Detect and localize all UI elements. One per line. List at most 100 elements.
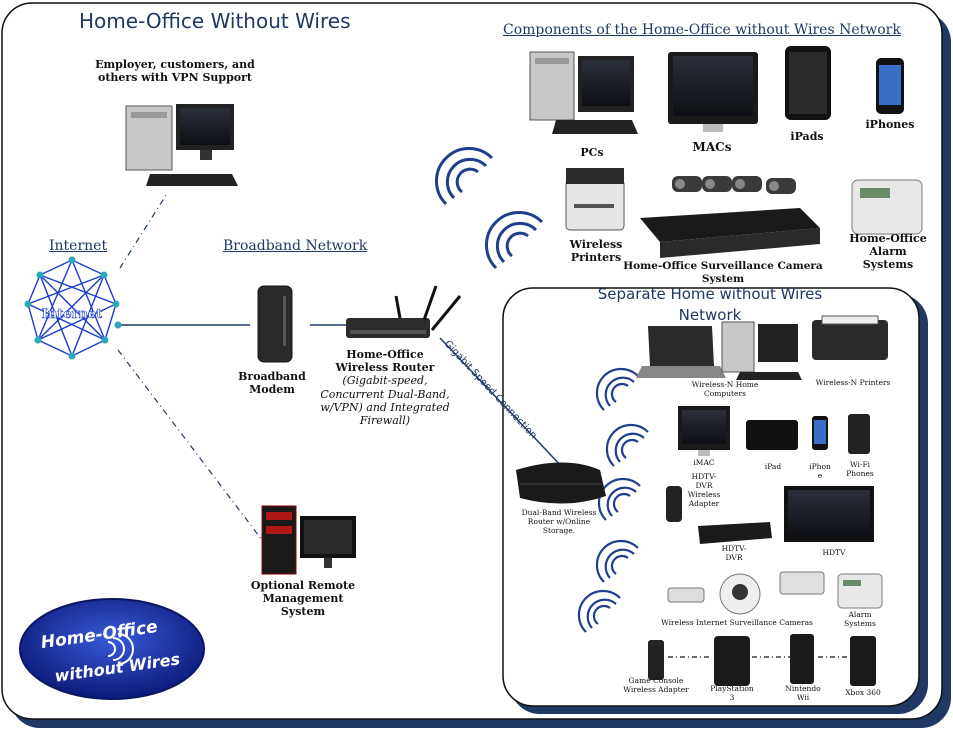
internet-heading: Internet — [49, 238, 108, 254]
hdtv-dvr-adapter-line3: Wireless — [687, 490, 721, 499]
hdtv-dvr-label: HDTV- DVR — [714, 544, 754, 562]
separate-network-heading: Separate Home without Wires Network — [560, 284, 860, 326]
vpn-label-line1: Employer, customers, and — [95, 58, 255, 71]
ps3-label: PlayStation 3 — [706, 684, 758, 702]
hdtv-icon — [784, 486, 874, 542]
printers-label: Wireless Printers — [566, 238, 626, 264]
separate-heading-line1: Separate Home without Wires — [597, 285, 823, 303]
broadband-heading: Broadband Network — [223, 238, 368, 254]
internet-node-label: Internet — [42, 307, 102, 322]
remote-label-line3: System — [280, 605, 326, 619]
wifi-phone-icon — [848, 414, 870, 454]
remote-dashed-line — [117, 349, 263, 541]
components-heading: Components of the Home-Office without Wi… — [503, 22, 901, 38]
gigabit-line — [439, 337, 566, 471]
imac-label: iMAC — [693, 458, 715, 467]
wii-line2: Wii — [796, 693, 810, 702]
ps3-icon — [714, 636, 750, 686]
router-icon — [346, 285, 462, 338]
printers-label-line2: Printers — [570, 251, 622, 265]
dualband-label: Dual-Band Wireless Router w/Online Stora… — [514, 508, 604, 535]
modem-label: Broadband Modem — [232, 370, 312, 396]
pcs-icon — [529, 51, 638, 134]
xbox-label: Xbox 360 — [845, 688, 881, 697]
connections — [117, 191, 848, 658]
wii-line1: Nintendo — [785, 684, 821, 693]
ipads-icon — [785, 46, 831, 120]
wn-printer-icon — [812, 315, 888, 360]
ipad-icon — [746, 420, 798, 450]
hdtv-dvr-line1: HDTV- — [721, 544, 747, 553]
remote-label-line2: Management — [262, 592, 344, 606]
internet-icon — [24, 256, 122, 360]
hdtv-dvr-adapter-line1: HDTV- — [691, 472, 717, 481]
hdtv-label: HDTV — [822, 548, 846, 557]
iphone-label-line2: e — [817, 471, 823, 480]
alarm-label: Home-Office Alarm Systems — [848, 232, 928, 272]
page-title: Home-Office Without Wires — [79, 9, 351, 33]
laptop-icon — [636, 326, 726, 378]
alarm-label-line1: Home-Office — [849, 232, 927, 245]
home-computer-icon — [721, 321, 802, 380]
printers-label-line1: Wireless — [569, 238, 623, 251]
game-adapter-icon — [648, 640, 664, 680]
wifi-phones-label: Wi-Fi Phones — [842, 460, 878, 478]
dualband-router-icon — [516, 462, 606, 504]
ipads-label: iPads — [790, 130, 824, 143]
wifi-phones-line2: Phones — [846, 469, 874, 478]
logo-badge — [19, 598, 205, 700]
wn-printers-label: Wireless-N Printers — [815, 378, 891, 387]
game-adapter-label: Game Console Wireless Adapter — [618, 676, 694, 694]
alarm-keypad-icon — [851, 179, 923, 235]
router-label-line6: Firewall) — [359, 413, 411, 427]
ipad-label: iPad — [764, 462, 782, 471]
game-adapter-line1: Game Console — [628, 676, 684, 685]
surveillance-system-icon — [640, 176, 820, 258]
hdtv-dvr-adapter-label: HDTV- DVR Wireless Adapter — [684, 472, 724, 508]
alarm-small-icon — [837, 573, 883, 609]
remote-label: Optional Remote Management System — [248, 579, 358, 619]
modem-icon — [257, 285, 293, 363]
surveillance-label: Home-Office Surveillance Camera System — [623, 260, 823, 285]
cameras-label: Wireless Internet Surveillance Cameras — [661, 618, 813, 627]
iphone-label: iPhon e — [806, 462, 834, 480]
alarm-small-line2: Systems — [844, 619, 876, 628]
vpn-label: Employer, customers, and others with VPN… — [80, 58, 270, 84]
wifi-phones-line1: Wi-Fi — [849, 460, 871, 469]
macs-icon — [668, 52, 758, 132]
separate-heading-line2: Network — [678, 306, 742, 324]
router-label-line4: Concurrent Dual-Band, — [320, 387, 450, 401]
vpn-desktop-icon — [125, 104, 238, 186]
pcs-label: PCs — [580, 146, 604, 159]
macs-label: MACs — [692, 140, 732, 154]
wireless-printer-icon — [565, 168, 625, 231]
modem-label-line2: Modem — [249, 383, 295, 397]
wn-computers-label: Wireless-N Home Computers — [680, 380, 770, 398]
iphones-icon — [876, 58, 904, 114]
wireless-waves — [435, 147, 649, 633]
router-label: Home-Office Wireless Router (Gigabit-spe… — [318, 348, 452, 427]
hdtv-dvr-line2: DVR — [725, 553, 743, 562]
router-label-line1: Home-Office — [346, 348, 424, 361]
dualband-label-line1: Dual-Band Wireless — [521, 508, 597, 517]
router-label-line5: w/VPN) and Integrated — [320, 400, 450, 414]
alarm-small-line1: Alarm — [848, 610, 872, 619]
ps3-line2: 3 — [729, 693, 735, 702]
remote-pc-icon — [261, 505, 356, 575]
wii-icon — [790, 634, 814, 684]
hdtv-dvr-adapter-line2: DVR — [695, 481, 713, 490]
router-label-line3: (Gigabit-speed, — [342, 374, 428, 388]
vpn-label-line2: others with VPN Support — [97, 71, 253, 85]
hdtv-dvr-adapter-line4: Adapter — [688, 499, 720, 508]
wn-computers-line1: Wireless-N Home — [691, 380, 759, 389]
xbox-icon — [850, 636, 876, 686]
remote-label-line1: Optional Remote — [250, 579, 356, 592]
iphone-icon — [812, 416, 828, 450]
dualband-label-line2: Router w/Online — [527, 517, 591, 526]
modem-label-line1: Broadband — [238, 370, 306, 383]
ps3-line1: PlayStation — [710, 684, 754, 693]
wn-computers-line2: Computers — [704, 389, 746, 398]
dualband-label-line3: Storage. — [542, 526, 576, 535]
